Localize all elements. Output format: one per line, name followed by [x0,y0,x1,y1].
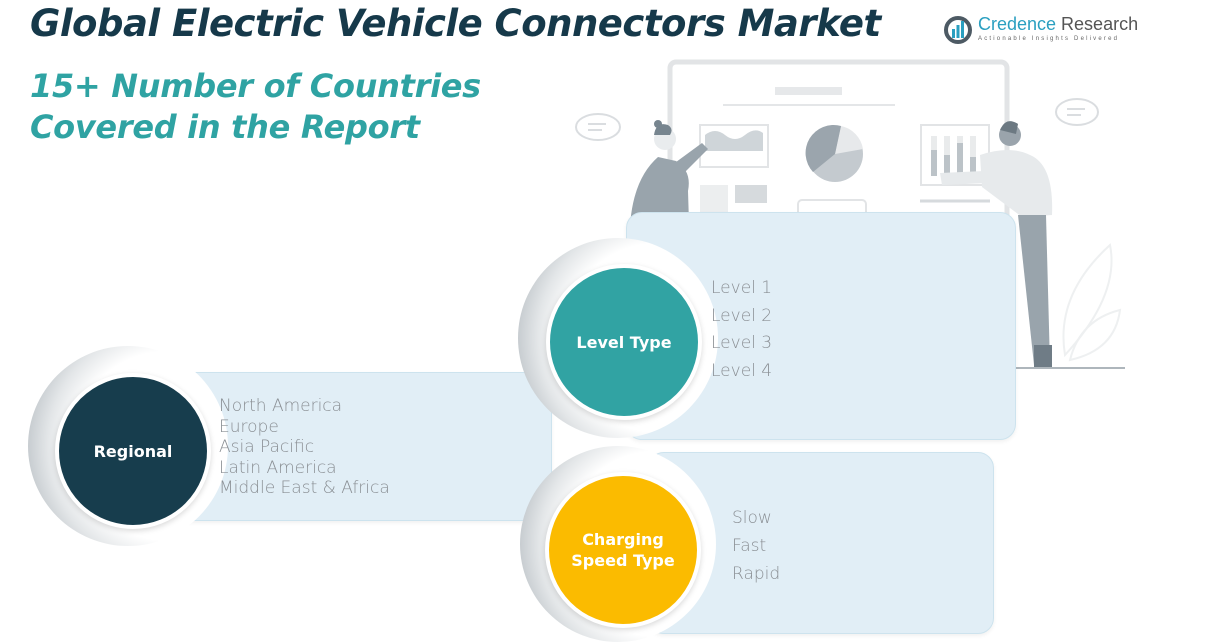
list-item: Fast [732,536,767,556]
subtitle-line-2: Covered in the Report [30,108,420,146]
logo-name: Credence Research [978,14,1138,35]
plant-leaves-icon [1062,243,1122,362]
speech-bubble-icon [575,98,1099,141]
man-presenter-icon [940,121,1125,369]
level-type-list: Level 1 Level 2 Level 3 Level 4 [711,275,772,386]
list-item: Europe [219,416,279,437]
logo-tagline: Actionable Insights Delivered [978,36,1120,42]
credence-research-logo: Credence Research Actionable Insights De… [943,14,1143,48]
list-item: Level 3 [711,333,773,354]
list-item: Middle East & Africa [219,478,390,498]
charging-speed-label-line2: Speed Type [571,551,675,570]
bar-chart-circle-icon [944,16,972,44]
charging-speed-label-line1: Charging [582,530,664,549]
page-title: Global Electric Vehicle Connectors Marke… [30,2,881,45]
list-item: Asia Pacific [219,437,315,457]
level-type-label: Level Type [576,332,672,352]
list-item: Level 4 [711,361,773,382]
regional-list: North America Europe Asia Pacific Latin … [219,396,390,499]
logo-name-research: Research [1056,14,1139,34]
list-item: North America [219,396,343,416]
list-item: Level 2 [711,305,773,326]
logo-name-credence: Credence [978,14,1057,34]
regional-badge: Regional [55,373,211,529]
level-type-badge: Level Type [546,264,702,420]
list-item: Rapid [732,564,781,584]
pie-chart-icon [805,124,863,182]
countries-covered-heading: 15+ Number of Countries Covered in the R… [30,66,481,148]
regional-panel [150,372,552,521]
regional-label: Regional [93,441,173,461]
list-item: Slow [732,508,772,528]
charging-speed-list: Slow Fast Rapid [732,504,780,588]
subtitle-line-1: 15+ Number of Countries [30,67,481,105]
charging-speed-badge: Charging Speed Type [545,472,701,628]
list-item: Latin America [219,457,337,478]
list-item: Level 1 [711,278,773,298]
